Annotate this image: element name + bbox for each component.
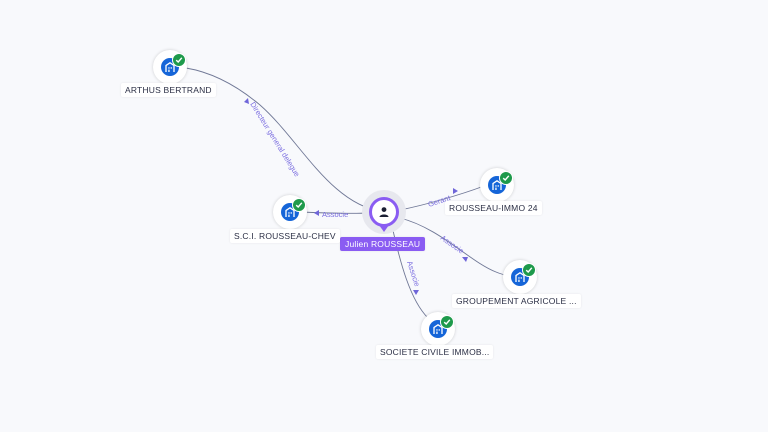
company-node-gpa[interactable] — [503, 260, 537, 294]
company-node-arthus[interactable] — [153, 50, 187, 84]
arrow-sci2 — [413, 290, 419, 295]
company-label-sci2[interactable]: SOCIETE CIVILE IMMOB... — [376, 345, 494, 359]
edge-label-arthus: Directeur general delegue — [248, 100, 301, 178]
company-label-arthus[interactable]: ARTHUS BERTRAND — [121, 83, 216, 97]
verified-check-icon — [440, 315, 454, 329]
verified-check-icon — [172, 53, 186, 67]
arrow-immo24 — [453, 188, 458, 194]
verified-check-icon — [499, 171, 513, 185]
verified-check-icon — [292, 198, 306, 212]
building-icon — [165, 62, 175, 72]
edge-label-gpa: Associe — [439, 233, 466, 255]
company-label-sci[interactable]: S.C.I. ROUSSEAU-CHEV — [230, 229, 340, 243]
company-label-immo24[interactable]: ROUSSEAU-IMMO 24 — [445, 201, 542, 215]
building-icon — [285, 207, 295, 217]
arrow-arthus — [244, 98, 249, 104]
company-label-gpa[interactable]: GROUPEMENT AGRICOLE ... — [452, 294, 581, 308]
company-node-immo24[interactable] — [480, 168, 514, 202]
arrow-sci — [314, 210, 319, 216]
person-icon — [379, 207, 389, 217]
building-icon — [492, 180, 502, 190]
arrow-gpa — [462, 257, 468, 262]
building-icon — [433, 324, 443, 334]
person-node[interactable] — [369, 197, 399, 227]
company-node-sci2[interactable] — [421, 312, 455, 346]
person-pin-tip — [379, 225, 389, 232]
edge-label-sci: Associe — [322, 210, 348, 219]
company-node-sci[interactable] — [273, 195, 307, 229]
edge-immo24 — [399, 185, 485, 211]
edge-arthus — [185, 67, 385, 213]
person-label[interactable]: Julien ROUSSEAU — [340, 237, 426, 251]
building-icon — [515, 272, 525, 282]
verified-check-icon — [522, 263, 536, 277]
